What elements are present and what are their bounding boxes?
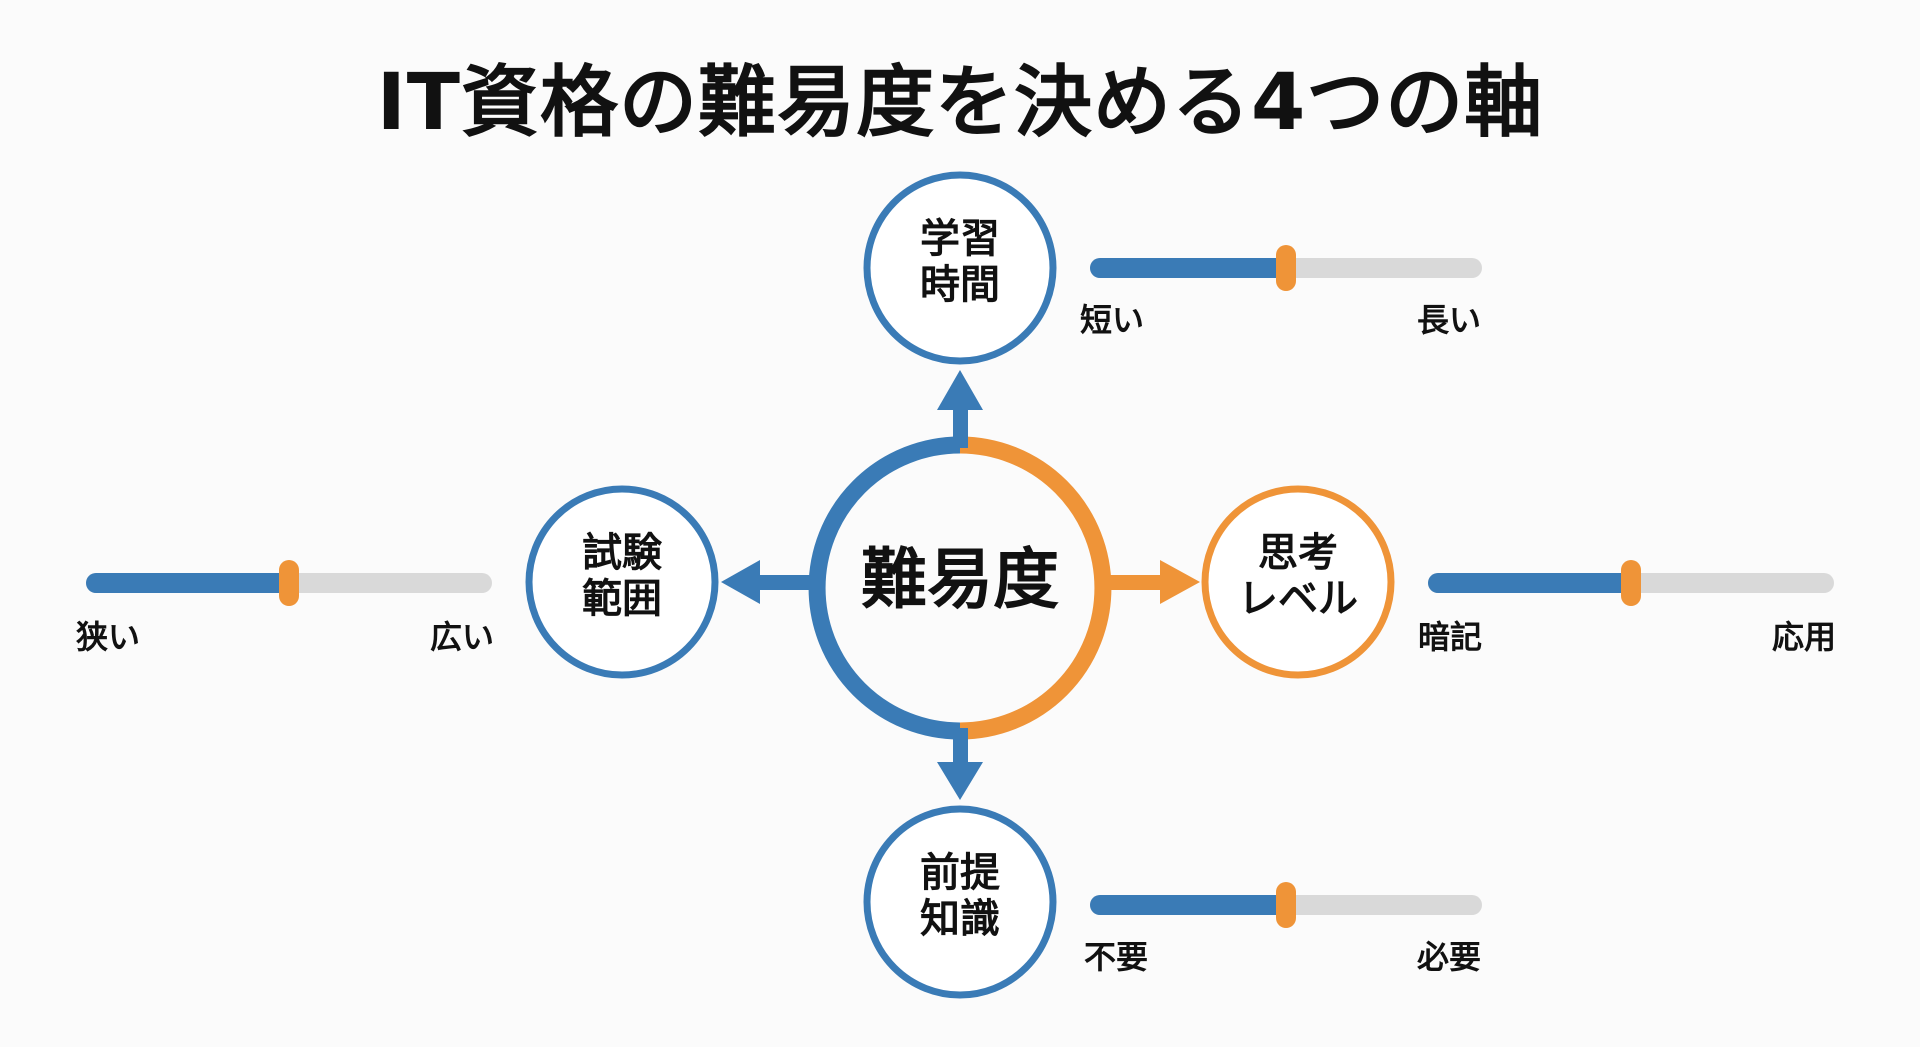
arrow-down-icon — [937, 728, 983, 800]
study-time-max-label: 長い — [1417, 301, 1482, 339]
exam-scope-max-label: 広い — [430, 618, 495, 656]
prerequisite-knowledge-label-line-2: 知識 — [920, 896, 1000, 942]
prerequisite-knowledge-label-line-1: 前提 — [920, 850, 1000, 896]
study-time-ring — [863, 171, 1057, 365]
study-time-min-label: 短い — [1080, 301, 1145, 339]
thinking-level-max-label: 応用 — [1772, 618, 1837, 656]
study-time-slider[interactable] — [1090, 245, 1482, 301]
thinking-level-min-label: 暗記 — [1418, 618, 1483, 656]
study-time-label-line-2: 時間 — [920, 262, 1000, 308]
study-time-label-line-1: 学習 — [920, 216, 1000, 262]
exam-scope-label-line-2: 範囲 — [582, 576, 662, 622]
slider-fill — [1428, 573, 1631, 593]
exam-scope-min-label: 狭い — [76, 618, 141, 656]
exam-scope-label: 試験 範囲 — [522, 530, 722, 622]
prerequisite-knowledge-ring — [863, 805, 1057, 999]
exam-scope-slider[interactable] — [86, 560, 492, 616]
arrow-right-icon — [1100, 560, 1200, 604]
slider-thumb[interactable] — [1276, 245, 1296, 291]
slider-fill — [86, 573, 289, 593]
slider-thumb[interactable] — [1276, 882, 1296, 928]
prerequisite-knowledge-min-label: 不要 — [1084, 938, 1149, 976]
prerequisite-knowledge-slider[interactable] — [1090, 882, 1482, 938]
study-time-label: 学習 時間 — [860, 216, 1060, 308]
arrow-left-icon — [721, 560, 820, 604]
thinking-level-label-line-2: レベル — [1238, 576, 1358, 622]
slider-fill — [1090, 895, 1286, 915]
prerequisite-knowledge-max-label: 必要 — [1417, 938, 1482, 976]
slider-thumb[interactable] — [1621, 560, 1641, 606]
thinking-level-label-line-1: 思考 — [1258, 530, 1338, 576]
slider-fill — [1090, 258, 1286, 278]
arrow-up-icon — [937, 370, 983, 448]
thinking-level-slider[interactable] — [1428, 560, 1834, 616]
page-title: IT資格の難易度を決める4つの軸 — [376, 58, 1544, 148]
prerequisite-knowledge-label: 前提 知識 — [860, 850, 1060, 942]
thinking-level-label: 思考 レベル — [1198, 530, 1398, 622]
thinking-level-ring — [1201, 485, 1395, 679]
exam-scope-label-line-1: 試験 — [582, 530, 662, 576]
exam-scope-ring — [525, 485, 719, 679]
center-label: 難易度 — [861, 541, 1059, 618]
slider-thumb[interactable] — [279, 560, 299, 606]
